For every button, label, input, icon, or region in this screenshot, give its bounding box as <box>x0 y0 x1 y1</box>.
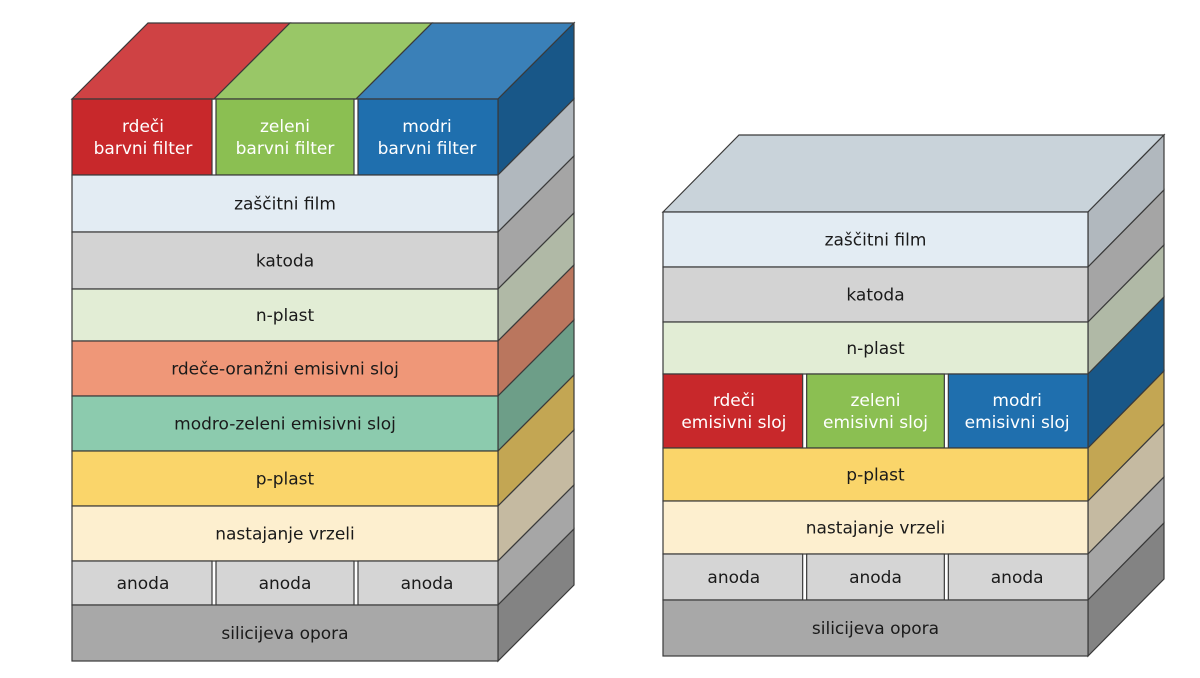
emissive-label-line1: modri <box>992 391 1041 411</box>
layer-label: p-plast <box>256 470 315 490</box>
base-label: silicijeva opora <box>812 619 939 639</box>
layer-label: zaščitni film <box>234 195 336 215</box>
emissive-row-cell-0 <box>662 373 804 449</box>
emissive-label-line2: emisivni sloj <box>823 413 928 433</box>
emissive-label-line1: rdeči <box>713 391 755 411</box>
filter-label-line2: barvni filter <box>94 139 193 159</box>
layer-label: n-plast <box>846 339 905 359</box>
anode-row-cell-1 <box>806 553 945 601</box>
layer-front <box>662 266 1089 323</box>
base-front <box>71 604 499 662</box>
base-label: silicijeva opora <box>221 624 348 644</box>
anode-label: anoda <box>259 574 312 594</box>
layer-front <box>71 288 499 342</box>
layer-label: nastajanje vrzeli <box>806 519 946 539</box>
layer-front <box>662 321 1089 375</box>
anode-row-cell-1 <box>215 560 355 606</box>
layer-label: n-plast <box>256 306 315 326</box>
filter-row-cell-2 <box>357 98 499 176</box>
anode-label: anoda <box>401 574 454 594</box>
anode-label: anoda <box>117 574 170 594</box>
anode-label: anoda <box>707 568 760 588</box>
filter-label-line1: modri <box>402 117 451 137</box>
emissive-label-line1: zeleni <box>850 391 900 411</box>
filter-row-cell-0 <box>71 98 213 176</box>
layer-front <box>662 500 1089 555</box>
layer-front <box>71 340 499 397</box>
anode-row-cell-0 <box>662 553 804 601</box>
filter-row-cell-1 <box>215 98 355 176</box>
layer-label: katoda <box>256 252 314 272</box>
layer-front <box>71 174 499 233</box>
layer-label: zaščitni film <box>825 231 927 251</box>
layer-label: nastajanje vrzeli <box>215 525 355 545</box>
layer-front <box>662 447 1089 502</box>
base-front <box>662 599 1089 657</box>
emissive-row-cell-1 <box>806 373 945 449</box>
top-face <box>661 134 1166 213</box>
anode-row-cell-0 <box>71 560 213 606</box>
anode-row-cell-2 <box>947 553 1089 601</box>
filter-label-line1: rdeči <box>122 117 164 137</box>
filter-label-line2: barvni filter <box>378 139 477 159</box>
layer-label: p-plast <box>846 466 905 486</box>
layer-front <box>71 231 499 290</box>
right-stack-rgb-emitters: zaščitni filmkatodan-plastrdečiemisivni … <box>661 133 1166 658</box>
layer-front <box>71 395 499 452</box>
anode-label: anoda <box>849 568 902 588</box>
filter-label-line1: zeleni <box>260 117 310 137</box>
layer-front <box>71 505 499 562</box>
filter-label-line2: barvni filter <box>236 139 335 159</box>
emissive-row-cell-2 <box>947 373 1089 449</box>
emissive-label-line2: emisivni sloj <box>965 413 1070 433</box>
layer-label: rdeče-oranžni emisivni sloj <box>171 360 399 380</box>
anode-row-cell-2 <box>357 560 499 606</box>
layer-front <box>662 211 1089 268</box>
layer-label: katoda <box>846 286 904 306</box>
anode-label: anoda <box>991 568 1044 588</box>
emissive-label-line2: emisivni sloj <box>681 413 786 433</box>
layer-label: modro-zeleni emisivni sloj <box>174 415 396 435</box>
